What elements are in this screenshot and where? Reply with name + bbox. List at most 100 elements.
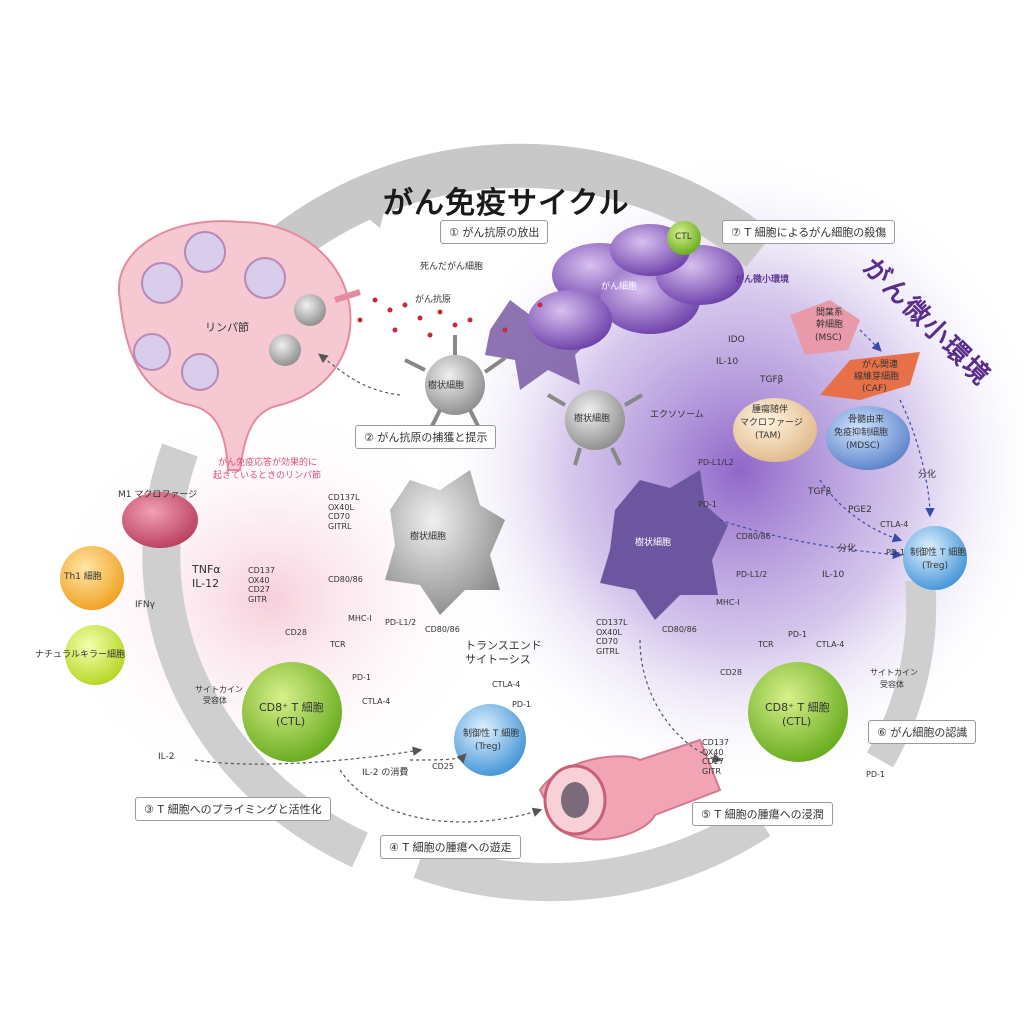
il10-label-b: IL-10: [822, 570, 845, 580]
lymph-note-line1: がん免疫応答が効果的に: [218, 458, 318, 468]
pge2-label: PGE2: [848, 505, 872, 515]
ctl-left-label-2: (CTL): [276, 715, 306, 728]
tcr-right-label: TCR: [758, 640, 774, 649]
m1-macrophage-cell: [122, 492, 198, 548]
ctl-right-label-1: CD8⁺ T 細胞: [765, 701, 830, 714]
stack-item: CD27: [702, 757, 724, 767]
tam-cell: [733, 398, 817, 462]
ctla4-treg-right-label: CTLA-4: [880, 520, 909, 529]
differentiation-label-1: 分化: [918, 470, 937, 480]
stack-item: GITR: [248, 594, 268, 604]
ctl-top-label: CTL: [675, 232, 692, 242]
ido-label: IDO: [728, 335, 745, 345]
pd1-treg-right-label: PD-1: [886, 548, 905, 557]
th1-cell: [60, 546, 124, 610]
pd1-right-label: PD-1: [788, 630, 807, 639]
dc-left-ligand-stack: CD137L OX40L CD70 GITRL: [328, 493, 359, 531]
stack-item: CD70: [328, 512, 350, 522]
cancer-cell-label: がん細胞: [601, 282, 638, 292]
cd25-label: CD25: [432, 762, 454, 771]
treg-left-label-1: 制御性 T 細胞: [463, 729, 520, 739]
mdsc-label-3: (MDSC): [846, 441, 880, 451]
mdsc-label-1: 骨髄由来: [848, 415, 885, 425]
step-7-box: ⑦ T 細胞によるがん細胞の殺傷: [722, 220, 896, 244]
stack-item: OX40: [248, 575, 270, 585]
cd28-right-label: CD28: [720, 668, 742, 677]
caf-label-2: 線維芽細胞: [854, 372, 900, 382]
th1-label: Th1 細胞: [64, 572, 102, 582]
lymph-node: [117, 220, 361, 471]
stack-item: CD137L: [596, 618, 628, 627]
treg-right-label-2: (Treg): [922, 561, 948, 571]
antigen-dots: [357, 297, 543, 338]
dendritic-label-capture: 樹状細胞: [428, 381, 465, 391]
tam-label-2: マクロファージ: [740, 418, 803, 428]
dendritic-cell-right-large: [600, 470, 728, 620]
tcr-left-label: TCR: [330, 640, 346, 649]
ifng-label: IFNγ: [135, 600, 155, 610]
ctla4-treg-left-label: CTLA-4: [492, 680, 521, 689]
caf-label-1: がん関連: [862, 360, 899, 370]
cancer-antigen-label: がん抗原: [415, 295, 452, 305]
cd28-left-label: CD28: [285, 628, 307, 637]
pd1-right-label-2: PD-1: [698, 500, 717, 509]
cytokine-receptor-left-1: サイトカイン: [195, 685, 243, 694]
cancer-cell-cluster: [528, 224, 744, 350]
tgfb-label-a: TGFβ: [760, 375, 784, 385]
dead-cancer-label: 死んだがん細胞: [420, 262, 484, 272]
il2-label: IL-2: [158, 752, 175, 762]
il12-label: IL-12: [192, 577, 220, 590]
tme-small-label: がん微小環境: [735, 275, 790, 285]
stack-item: OX40L: [596, 627, 622, 637]
cd8086-left-label-1: CD80/86: [328, 575, 363, 584]
cd8086-right-label-2: CD80/86: [662, 625, 697, 634]
dendritic-cell-lymph-1: [269, 294, 326, 366]
ctl-left-receptor-stack: CD137 OX40 CD27 GITR: [248, 566, 275, 604]
msc-label-2: 幹細胞: [816, 320, 844, 330]
treg-left-label-2: (Treg): [475, 742, 501, 752]
mdsc-label-2: 免疫抑制細胞: [834, 428, 889, 438]
ctl-left-cell: [242, 662, 342, 762]
step-1-box: ① がん抗原の放出: [440, 220, 549, 244]
cd8086-left-label-2: CD80/86: [425, 625, 460, 634]
ctla4-left-label: CTLA-4: [362, 697, 391, 706]
stack-item: OX40: [702, 747, 724, 757]
ctl-right-cell: [748, 662, 848, 762]
dendritic-cell-left-large: [385, 470, 505, 615]
stack-item: GITR: [702, 766, 722, 776]
pd1-left-label: PD-1: [352, 673, 371, 682]
msc-cell: [790, 300, 860, 355]
stack-item: CD137: [702, 738, 730, 747]
ctl-right-label-2: (CTL): [782, 715, 812, 728]
cytokine-receptor-left-2: 受容体: [203, 696, 227, 705]
ctl-top-cell: [667, 221, 701, 255]
ctl-left-label-1: CD8⁺ T 細胞: [259, 701, 324, 714]
mdsc-cell: [826, 406, 910, 470]
cycle-arrow-bottom: [413, 804, 771, 902]
treg-right-cell: [903, 526, 967, 590]
il2-consume-label: IL-2 の消費: [362, 768, 409, 778]
nk-label: ナチュラルキラー細胞: [35, 650, 126, 660]
exosome-label: エクソソーム: [650, 410, 704, 420]
step-4-box: ④ T 細胞の腫瘍への遊走: [380, 835, 521, 859]
pdl12-left-label: PD-L1/2: [385, 618, 417, 627]
mhc1-right-label: MHC-I: [716, 598, 740, 607]
dendritic-label-right-large: 樹状細胞: [635, 538, 672, 548]
msc-label-3: (MSC): [815, 333, 842, 343]
tam-label-1: 腫瘍随伴: [752, 405, 789, 415]
step-5-box: ⑤ T 細胞の腫瘍への浸潤: [692, 802, 833, 826]
pdl1l2-label: PD-L1/L2: [698, 458, 734, 467]
cytokine-receptor-right-1: サイトカイン: [870, 668, 918, 677]
cycle-arrow-head-top: [340, 168, 395, 228]
msc-label-1: 間葉系: [816, 308, 844, 318]
transendocytosis-label-1: トランスエンド: [465, 639, 542, 652]
ctl-right-receptor-stack: CD137 OX40 CD27 GITR: [702, 738, 729, 776]
stack-item: OX40L: [328, 502, 354, 512]
caf-label-3: (CAF): [862, 384, 887, 394]
dendritic-label-tme: 樹状細胞: [574, 414, 611, 424]
step-6-box: ⑥ がん細胞の認識: [868, 720, 977, 744]
caf-cell: [820, 352, 920, 400]
tme-arrows: [719, 329, 935, 560]
